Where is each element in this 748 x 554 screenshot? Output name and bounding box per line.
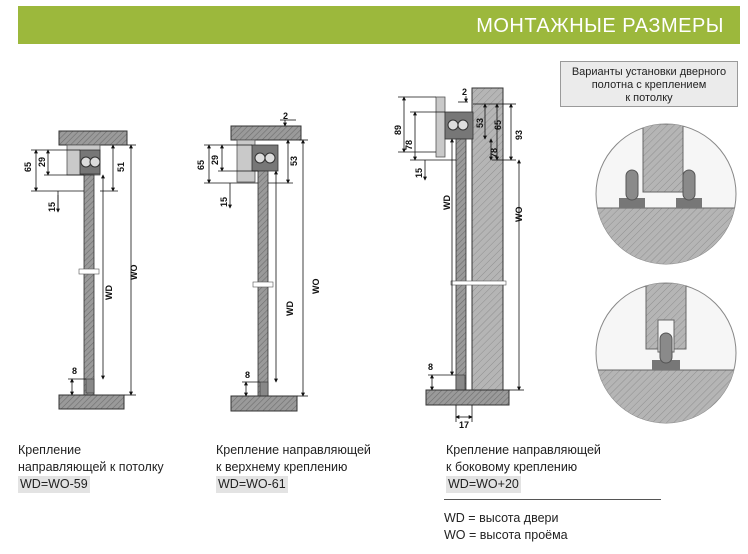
dim-17: 17 — [459, 420, 469, 430]
legend-wd: WD = высота двери — [444, 511, 559, 525]
caption-line-2: к боковому креплению — [446, 460, 578, 474]
door-leaf — [455, 138, 467, 391]
caption-line-2: к верхнему креплению — [216, 460, 348, 474]
floor-block — [230, 395, 298, 412]
dim-wd: WD — [104, 285, 114, 300]
variants-line-1: Варианты установки дверного — [571, 66, 727, 78]
diagram-top-bracket: 2 65 29 15 53 WD WO 8 — [196, 111, 321, 412]
diagram-ceiling-mount: 65 29 15 51 WD WO 8 — [23, 130, 139, 410]
ceiling-block — [230, 125, 302, 141]
door-leaf — [83, 174, 95, 396]
diagram-side-bracket: 2 89 78 15 53 65 78 93 WD WO 8 17 — [393, 87, 524, 430]
variants-line-3: к потолку — [625, 92, 673, 104]
dim-wo: WO — [129, 265, 139, 281]
dim-8: 8 — [245, 370, 250, 380]
dim-29: 29 — [37, 157, 47, 167]
legend-wo: WO = высота проёма — [444, 528, 568, 542]
dim-53: 53 — [475, 118, 485, 128]
header-bar: МОНТАЖНЫЕ РАЗМЕРЫ — [18, 6, 740, 44]
dim-wo: WO — [311, 279, 321, 295]
dim-89: 89 — [393, 125, 403, 135]
floor-guide — [259, 381, 269, 397]
dim-65: 65 — [23, 162, 33, 172]
dim-15: 15 — [47, 202, 57, 212]
caption-formula: WD=WO-61 — [216, 476, 288, 493]
detail-view-ceiling-slot-guide — [595, 282, 737, 424]
floor-guide — [455, 374, 466, 391]
caption-side-bracket: Крепление направляющей к боковому крепле… — [446, 442, 601, 493]
side-bracket — [435, 96, 446, 158]
dim-29: 29 — [210, 155, 220, 165]
detail-view-ceiling-two-guides — [595, 123, 737, 265]
dim-65: 65 — [493, 120, 503, 130]
caption-line-1: Крепление направляющей — [446, 443, 601, 457]
dim-53: 53 — [289, 156, 299, 166]
dim-78: 78 — [404, 140, 414, 150]
caption-line-1: Крепление направляющей — [216, 443, 371, 457]
dim-15: 15 — [219, 197, 229, 207]
dim-93: 93 — [514, 130, 524, 140]
ceiling-block — [58, 130, 128, 146]
dim-15: 15 — [414, 168, 424, 178]
floor-block — [425, 389, 510, 406]
dim-2: 2 — [462, 87, 467, 97]
legend: WD = высота двери WO = высота проёма — [444, 510, 568, 544]
caption-top-bracket: Крепление направляющей к верхнему крепле… — [216, 442, 371, 493]
dim-2: 2 — [283, 111, 288, 121]
dim-wd: WD — [285, 301, 295, 316]
page-title: МОНТАЖНЫЕ РАЗМЕРЫ — [476, 15, 724, 37]
caption-formula: WD=WO-59 — [18, 476, 90, 493]
dim-51: 51 — [116, 162, 126, 172]
caption-formula: WD=WO+20 — [446, 476, 521, 493]
floor-guide — [85, 378, 95, 394]
dim-wo: WO — [514, 207, 524, 223]
caption-line-2: направляющей к потолку — [18, 460, 164, 474]
dim-8: 8 — [428, 362, 433, 372]
variants-line-2: полотна с креплением — [591, 79, 707, 91]
dim-wd: WD — [442, 195, 452, 210]
caption-line-1: Крепление — [18, 443, 82, 457]
wall — [471, 87, 504, 393]
dim-78b: 78 — [489, 148, 499, 158]
floor-block — [58, 394, 125, 410]
dim-8: 8 — [72, 366, 77, 376]
legend-divider — [444, 499, 661, 500]
dim-65: 65 — [196, 160, 206, 170]
caption-ceiling-mount: Крепление направляющей к потолку WD=WO-5… — [18, 442, 164, 493]
mounting-variants-note: Варианты установки дверного полотна с кр… — [560, 61, 738, 107]
